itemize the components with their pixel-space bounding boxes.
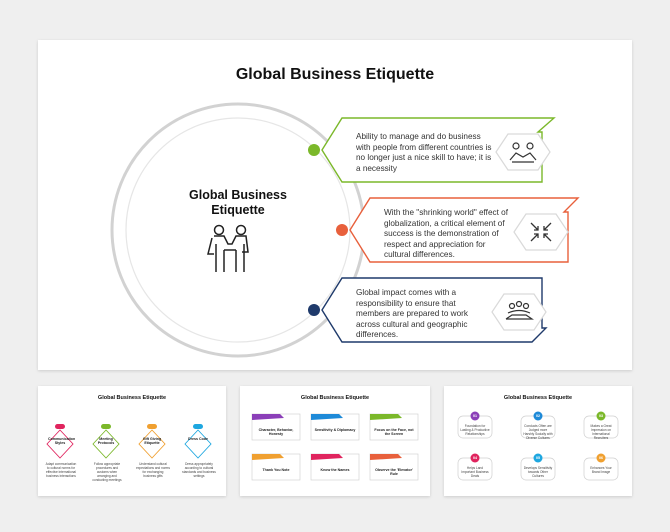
thumb3-graphics — [457, 411, 619, 481]
thumb3-card-3 — [583, 411, 619, 439]
thumb3-desc-2: Conducts Often are Judged more Harshly S… — [523, 424, 553, 440]
callout-3-text: Global impact comes with a responsibilit… — [356, 288, 468, 339]
thumb1-item-3 — [138, 424, 166, 459]
thumb2-card-6 — [369, 453, 419, 481]
center-title: Global Business Etiquette — [158, 188, 318, 218]
thumb2-label-6: Observe the 'Elevator' Rule — [375, 468, 413, 477]
thumb1-item-4 — [184, 424, 212, 459]
slide-title: Global Business Etiquette — [235, 66, 435, 83]
thumb2-card-5 — [310, 453, 360, 481]
thumb1-label-4: Dress Code — [188, 437, 208, 441]
thumb2-card-4 — [251, 453, 301, 481]
orange-dot — [336, 224, 348, 236]
thumb2-card-1 — [251, 413, 301, 441]
navy-dot — [308, 304, 320, 316]
thumb1-label-1: Communication Styles — [48, 437, 76, 446]
thumb1-item-2 — [92, 424, 120, 459]
handshake-people-icon — [207, 224, 249, 272]
thumb3-desc-5: Develops Sensitivity towards Other Cultu… — [523, 466, 553, 478]
thumb3-desc-6: Enhances Your Brand Image — [590, 466, 612, 474]
thumb1-desc-4: Dress appropriately according to cultura… — [182, 462, 216, 478]
thumb1-title: Global Business Etiquette — [97, 395, 167, 401]
thumb3-num-1: 01 — [473, 413, 477, 418]
thumb2-title: Global Business Etiquette — [300, 395, 370, 401]
callout-1-shape — [321, 117, 556, 183]
callout-2-shape — [349, 197, 580, 263]
thumb2-card-3 — [369, 413, 419, 441]
thumb1-label-2: Meeting Protocols — [97, 437, 115, 446]
callout-3-shape — [321, 277, 548, 343]
thumbnail-slide-3[interactable]: Global Business Etiquette 01 02 03 04 05… — [444, 386, 632, 496]
team-hands-icon — [505, 300, 534, 320]
thumb1-desc-1: Adapt communication to cultural norms fo… — [45, 462, 77, 478]
main-slide[interactable]: Global Business Etiquette — [38, 40, 632, 370]
thumbnail-slide-1[interactable]: Global Business Etiquette Communication … — [38, 386, 226, 496]
thumb3-num-5: 05 — [536, 455, 540, 460]
thumb3-card-5 — [520, 453, 556, 481]
thumb3-num-2: 02 — [536, 413, 540, 418]
thumb2-label-1: Character, Behavior, Honesty — [258, 428, 294, 437]
thumb3-desc-1: Foundation for Lasting & Productive Rela… — [460, 424, 490, 436]
thumb2-label-5: Know the Names — [320, 468, 350, 472]
thumbnail-slide-2[interactable]: Global Business Etiquette Character, Beh… — [240, 386, 430, 496]
thumb3-num-4: 04 — [473, 455, 477, 460]
thumb1-desc-3: Understand cultural expectations and nor… — [136, 462, 170, 478]
thumb1-label-3: Gift Giving Etiquette — [142, 437, 162, 446]
arrows-inward-icon — [530, 222, 552, 242]
thumb1-item-1 — [46, 424, 74, 459]
thumb3-num-3: 03 — [599, 413, 603, 418]
slide-graphics — [110, 102, 580, 358]
thumb3-title: Global Business Etiquette — [503, 395, 573, 401]
handshake-icon — [509, 142, 537, 163]
thumb3-desc-3: Makes a Great Impression on Internationa… — [590, 424, 612, 440]
thumb2-label-3: Focus on the Face, not the Screen — [374, 428, 414, 437]
thumb1-graphics — [46, 424, 212, 459]
thumb3-desc-4: Helps Land Important Business Deals — [461, 466, 489, 478]
thumb2-graphics — [251, 413, 419, 481]
thumb3-num-6: 06 — [599, 455, 603, 460]
callout-1-text: Ability to manage and do business with p… — [356, 132, 492, 173]
thumb2-label-4: Thank You Note — [262, 468, 290, 472]
thumb2-label-2: Sensitivity & Diplomacy — [314, 428, 356, 432]
thumb3-card-2 — [520, 411, 556, 439]
center-title-line2: Etiquette — [211, 203, 265, 217]
thumb3-card-1 — [457, 411, 493, 439]
thumb2-card-2 — [310, 413, 360, 441]
center-title-line1: Global Business — [189, 188, 287, 202]
thumb1-desc-2: Follow appropriate procedures and custom… — [92, 462, 122, 482]
callout-2-text: With the "shrinking world" effect of glo… — [384, 208, 508, 259]
thumb3-card-4 — [457, 453, 493, 481]
green-dot — [308, 144, 320, 156]
thumb3-card-6 — [583, 453, 619, 481]
